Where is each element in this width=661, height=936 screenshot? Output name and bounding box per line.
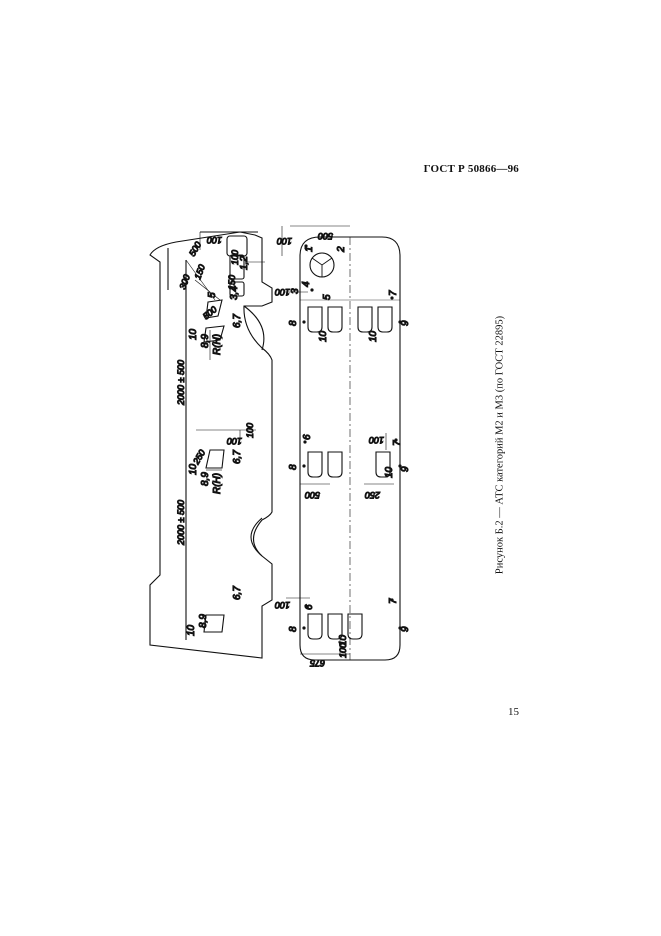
reflector-rear [203,614,225,633]
reflector-front [205,299,223,319]
plan-view: 100 500 100 100 500 100 250 100 675 1 2 … [274,225,412,669]
point-label: 8,9 [198,614,209,628]
front-lamp-2 [229,254,245,280]
dim-text: 500 [318,231,333,241]
dim-text: 100 [275,287,290,297]
dim-text: 500 [305,490,320,500]
point-label: R(H) [212,473,223,494]
dim-text: 150 [227,275,237,290]
svg-text:9: 9 [400,320,411,326]
svg-text:10: 10 [368,330,379,342]
svg-text:7: 7 [392,440,403,446]
point-label: 1,2 [239,256,250,270]
point-label: 5 [207,292,218,298]
svg-text:2: 2 [336,246,347,253]
dim-text: 150 [192,263,207,281]
point-label: 3,4 [229,286,240,300]
dim-text: 100 [369,435,384,445]
dim-text: 2000 ± 500 [176,500,186,546]
svg-text:3: 3 [290,288,301,294]
svg-text:6: 6 [304,604,315,610]
point-label: 8,9 [200,472,211,486]
dim-text: 300 [177,273,192,291]
point-label: 6,7 [232,450,243,464]
point-label: 6,7 [232,586,243,600]
figure-caption-text: Рисунок Б.2 — АТС категорий М2 и М3 (по … [494,315,506,575]
point-label: 10 [188,328,199,340]
svg-text:5: 5 [322,294,333,300]
svg-text:9: 9 [400,466,411,472]
dim-text: 100 [245,423,255,438]
front-lamp [226,235,248,257]
reflector-front-2 [203,325,225,343]
dim-text: 250 [365,490,381,500]
dim-text: 100 [275,600,290,610]
page-number: 15 [508,706,519,718]
svg-text:8: 8 [288,626,299,632]
standard-header: ГОСТ Р 50866—96 [423,163,519,175]
svg-text:8: 8 [288,320,299,326]
seat-group-rear [307,613,363,640]
reflector-mid [205,449,225,469]
svg-text:7: 7 [388,598,399,604]
dim-text: 100 [207,235,222,245]
rear-wheel-arch [250,517,263,557]
side-view: 100 500 100 300 150 150 500 2000 ± 500 2… [149,231,273,659]
svg-text:10: 10 [318,330,329,342]
svg-text:10: 10 [338,634,349,646]
dim-text: 2000 ± 500 [176,360,186,406]
plan-body-outline [299,236,401,661]
dim-text: 675 [309,658,325,668]
side-body-outline [149,231,273,659]
point-label: 10 [186,624,197,636]
marker-dots [302,244,402,630]
svg-text:4: 4 [301,281,312,287]
svg-text:1: 1 [304,246,315,252]
point-label: 10 [188,463,199,475]
svg-text:10: 10 [384,466,395,478]
svg-text:9: 9 [400,626,411,632]
svg-text:8: 8 [288,464,299,470]
front-wheel-arch [243,305,265,351]
dim-text: 100 [338,643,348,658]
dim-text: 100 [227,436,242,446]
point-label: R(H) [212,334,223,355]
dim-text: 500 [201,304,219,321]
point-label: 8,9 [200,334,211,348]
point-label: 6,7 [232,314,243,328]
seat-group-front [307,306,393,333]
svg-text:6: 6 [302,434,313,440]
dim-text: 500 [187,240,203,258]
svg-text:7: 7 [388,290,399,296]
front-lamp-3 [229,281,245,297]
dim-text: 100 [277,236,292,246]
seat-group-middle [307,451,391,478]
dim-text: 100 [230,250,240,265]
